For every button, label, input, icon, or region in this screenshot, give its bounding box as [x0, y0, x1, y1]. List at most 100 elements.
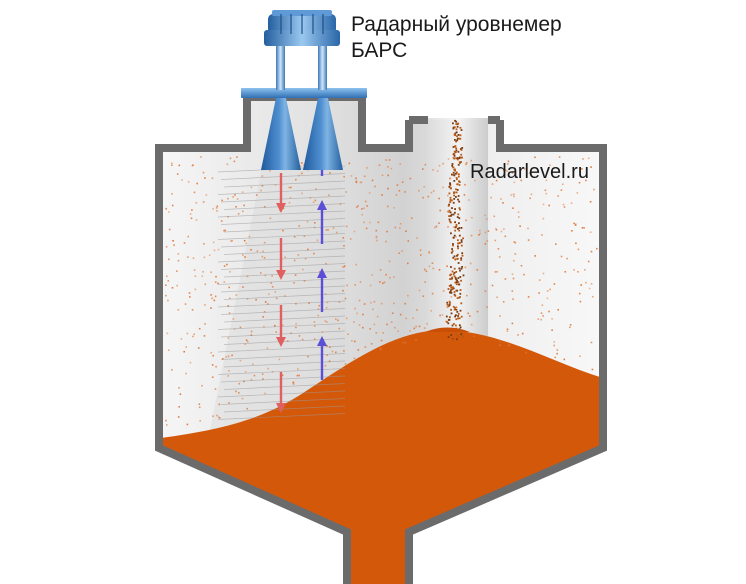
- dust-particle: [349, 238, 352, 240]
- stream-particle: [458, 217, 461, 220]
- dust-particle: [339, 203, 342, 205]
- stream-particle: [455, 128, 458, 131]
- stream-particle: [453, 293, 456, 296]
- dust-particle: [196, 182, 198, 185]
- dust-particle: [476, 310, 479, 313]
- dust-particle: [422, 168, 424, 170]
- stream-particle: [453, 255, 456, 258]
- stream-particle: [452, 244, 454, 247]
- website-label: Radarlevel.ru: [470, 161, 589, 183]
- dust-particle: [455, 236, 457, 238]
- dust-particle: [303, 235, 306, 238]
- dust-particle: [215, 365, 217, 368]
- dust-particle: [314, 222, 316, 224]
- stream-particle: [448, 215, 450, 217]
- stream-particle: [456, 257, 459, 260]
- dust-particle: [407, 240, 410, 242]
- dust-particle: [235, 390, 237, 393]
- dust-particle: [562, 183, 564, 186]
- dust-particle: [452, 226, 455, 228]
- dust-particle: [504, 235, 507, 238]
- dust-particle: [364, 200, 367, 203]
- dust-particle: [194, 275, 197, 277]
- dust-particle: [269, 217, 272, 220]
- dust-particle: [223, 281, 226, 283]
- stream-particle: [452, 201, 455, 204]
- dust-particle: [242, 286, 244, 288]
- dust-particle: [197, 347, 200, 349]
- dust-particle: [221, 199, 223, 202]
- stream-particle: [455, 177, 458, 179]
- dust-particle: [538, 279, 541, 281]
- dust-particle: [202, 271, 204, 273]
- dust-particle: [574, 223, 577, 226]
- dust-particle: [537, 318, 540, 320]
- dust-particle: [418, 289, 421, 292]
- dust-particle: [301, 192, 303, 195]
- dust-particle: [255, 194, 258, 196]
- dust-particle: [238, 382, 241, 385]
- dust-particle: [393, 276, 395, 278]
- dust-particle: [346, 284, 348, 287]
- dust-particle: [366, 205, 368, 207]
- dust-particle: [244, 343, 246, 345]
- dust-particle: [438, 222, 440, 224]
- dust-particle: [216, 414, 218, 417]
- stream-particle: [449, 211, 452, 214]
- dust-particle: [270, 282, 272, 284]
- dust-particle: [224, 229, 226, 232]
- stream-particle: [454, 294, 457, 297]
- stream-particle: [452, 122, 454, 125]
- dust-particle: [520, 264, 523, 267]
- stream-particle: [448, 302, 451, 305]
- stream-particle: [452, 236, 455, 239]
- dust-particle: [574, 224, 577, 226]
- dust-particle: [371, 274, 374, 276]
- dust-particle: [344, 297, 347, 300]
- dust-particle: [343, 265, 345, 268]
- dust-particle: [530, 193, 533, 196]
- stream-particle: [458, 181, 461, 183]
- dust-particle: [495, 179, 498, 182]
- dust-particle: [228, 402, 230, 404]
- dust-particle: [264, 301, 267, 303]
- dust-particle: [446, 306, 449, 308]
- gauge-rod-left: [276, 46, 285, 90]
- dust-particle: [177, 309, 180, 311]
- dust-particle: [294, 274, 297, 276]
- stream-particle: [458, 234, 461, 237]
- dust-particle: [415, 338, 417, 341]
- dust-particle: [343, 350, 345, 352]
- stream-particle: [457, 281, 460, 283]
- dust-particle: [393, 207, 395, 209]
- stream-particle: [454, 229, 457, 232]
- dust-particle: [399, 227, 401, 229]
- dust-particle: [290, 186, 292, 189]
- dust-particle: [493, 215, 496, 218]
- dust-particle: [231, 239, 233, 242]
- dust-particle: [227, 305, 230, 307]
- dust-particle: [176, 173, 179, 175]
- dust-particle: [500, 230, 503, 233]
- dust-particle: [455, 306, 458, 308]
- stream-particle: [454, 258, 457, 261]
- dust-particle: [295, 322, 297, 325]
- dust-particle: [412, 317, 414, 320]
- dust-particle: [198, 403, 201, 405]
- dust-particle: [470, 283, 472, 286]
- dust-particle: [245, 339, 248, 341]
- dust-particle: [551, 329, 553, 331]
- dust-particle: [189, 361, 192, 364]
- stream-particle: [457, 245, 459, 248]
- stream-particle: [458, 173, 460, 176]
- stream-particle: [449, 196, 452, 199]
- dust-particle: [381, 194, 383, 196]
- stream-particle: [451, 207, 453, 209]
- dust-particle: [189, 213, 192, 215]
- dust-particle: [407, 294, 409, 297]
- dust-particle: [188, 292, 191, 294]
- stream-particle: [458, 324, 461, 327]
- dust-particle: [178, 387, 180, 389]
- dust-particle: [271, 286, 274, 288]
- stream-particle: [456, 279, 458, 282]
